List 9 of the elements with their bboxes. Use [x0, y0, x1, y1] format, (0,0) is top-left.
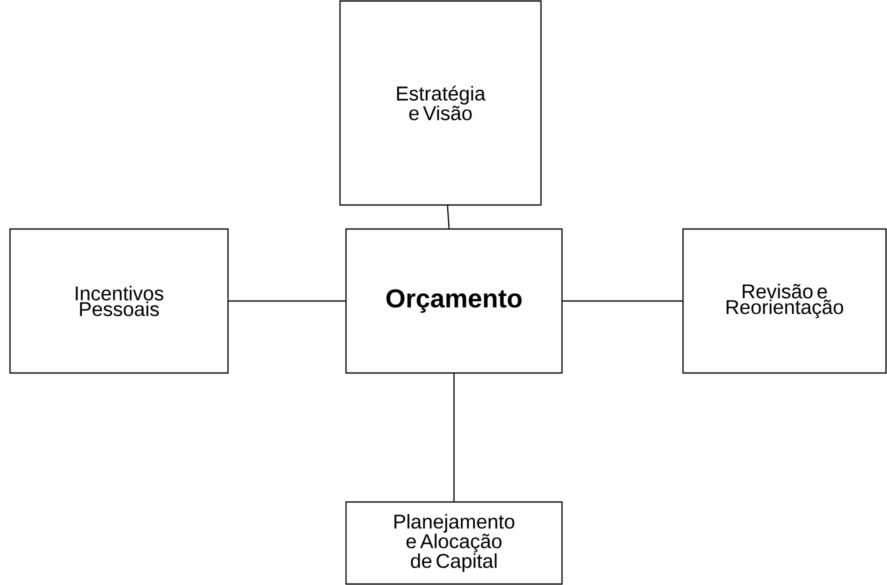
process-box: Revisão e Reorientação — [682, 228, 887, 374]
process-box: Incentivos Pessoais — [9, 228, 229, 374]
connector-line — [446, 206, 450, 228]
center-box: Orçamento — [345, 228, 563, 374]
connector-line — [228, 300, 346, 302]
process-box: Planejamento e Alocação de Capital — [345, 501, 563, 585]
connector-line — [453, 374, 455, 502]
process-box: Estratégia e Visão — [339, 0, 542, 206]
connector-line — [562, 300, 682, 302]
